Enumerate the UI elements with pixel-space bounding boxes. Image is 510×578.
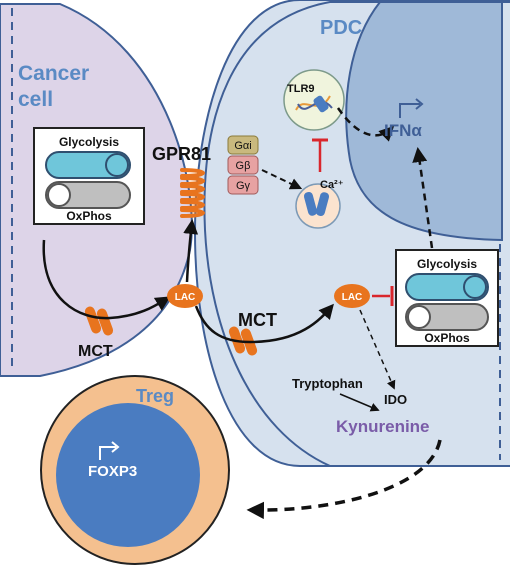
tlr9-label: TLR9 [287,83,315,95]
cancer-mct-label: MCT [78,343,113,360]
lac-import-arrow [194,303,334,344]
g-protein-gamma: Gγ [227,175,259,195]
foxp3-label: FOXP3 [88,463,137,480]
gpr81-label: GPR81 [152,144,211,164]
cancer-glycolysis-label: Glycolysis [59,135,119,149]
g-alpha-label: Gαi [234,140,251,152]
tlr9-to-ifn-arrow [336,107,395,142]
ifn-label: IFNα [384,121,422,140]
lactate-inside-badge [334,284,370,308]
cancer-switch-box: Glycolysis OxPhos [33,127,145,225]
g-protein-alpha: Gαi [227,135,259,155]
gprotein-to-calcium-arrow [261,169,303,190]
cancer-cell-title-line2: cell [18,88,53,111]
ifn-promoter-icon [399,98,424,118]
treg-title: Treg [136,386,174,406]
pdc-switch-box: Glycolysis OxPhos [395,249,499,347]
pdc-glycolysis-toggle [405,273,489,301]
pdc-oxphos-label: OxPhos [424,331,470,345]
treg-nucleus [56,403,200,547]
pdc-oxphos-toggle [405,303,489,331]
cancer-oxphos-label: OxPhos [66,209,112,223]
pdc-mct-label: MCT [238,310,277,330]
g-gamma-label: Gγ [236,180,251,192]
foxp3-promoter-icon [99,441,120,460]
tlr9-endosome [283,69,345,131]
ido-label: IDO [384,392,407,407]
pdc-title: PDC [320,17,362,39]
lac-to-gpr81-arrow [183,219,199,283]
g-beta-label: Gβ [236,160,251,172]
kynurenine-label: Kynurenine [336,417,430,436]
cancer-glycolysis-toggle [45,151,131,179]
cancer-mct-transporter [84,306,114,336]
cancer-cell-title-line1: Cancer [18,62,89,85]
switch-to-ifn-arrow [412,147,434,249]
tryptophan-to-kynurenine-arrow [339,393,380,412]
lactate-inside-label: LAC [342,292,363,303]
lactate-outside-badge [167,284,203,308]
lactate-outside-label: LAC [175,292,196,303]
g-protein-beta: Gβ [227,155,259,175]
cancer-oxphos-toggle [45,181,131,209]
gpr81-receptor-coil [180,168,205,218]
calcium-label: Ca²⁺ [320,179,344,191]
cancer-export-arrow [42,239,171,320]
tryptophan-label: Tryptophan [292,376,363,391]
kynurenine-to-treg-arrow [246,439,442,520]
calcium-channel [295,183,341,229]
pdc-glycolysis-label: Glycolysis [417,257,477,271]
pdc-nucleus [345,1,503,242]
